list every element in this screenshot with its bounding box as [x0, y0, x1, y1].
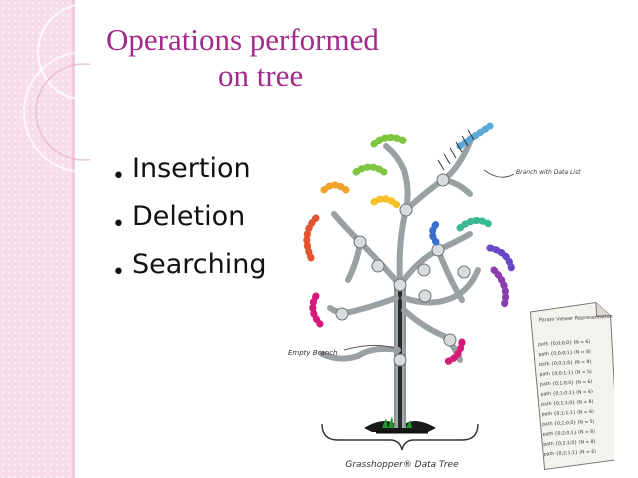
annotation-line-data-list [483, 169, 515, 178]
path-line: path {0;0;1;0} (N = 8) [539, 359, 592, 368]
data-leaves [303, 122, 516, 366]
tree-roots [364, 421, 436, 432]
path-line: path {0;1;1;1} (N = 6) [542, 409, 595, 418]
path-line: path {0;2;1;1} (N = 6) [544, 449, 597, 458]
path-line: path {0;0;1;1} (N = 5) [539, 369, 592, 378]
bullet-text: Insertion [132, 153, 251, 184]
bullet-dot-icon: • [112, 260, 125, 285]
annotation-line-empty-branch [343, 344, 395, 351]
data-list-lines [437, 129, 475, 171]
bullet-item-searching: • Searching [112, 244, 267, 292]
param-viewer-paper: Param Viewer Representation path {0;0;0;… [529, 302, 614, 471]
slide-title: Operations performed on tree [100, 22, 440, 94]
path-line: path {0;0;0;1} (N = 8) [538, 349, 591, 358]
path-line: path {0;2;0;1} (N = 8) [543, 429, 596, 438]
decorative-sidebar [0, 0, 72, 478]
path-line: path {0;1;1;0} (N = 8) [541, 399, 594, 408]
sidebar-arc-decoration [23, 3, 90, 173]
bullet-text: Deletion [132, 201, 246, 232]
path-line: path {0;1;0;0} (N = 6) [540, 379, 593, 388]
path-line: path {0;0;0;0} (N = 6) [538, 339, 591, 348]
label-branch-with-data-list: Branch with Data List [516, 169, 581, 176]
path-line: path {0;2;0;0} (N = 5) [542, 419, 595, 428]
caption-text: Grasshopper® Data Tree [345, 460, 459, 470]
label-empty-branch: Empty Branch [288, 349, 338, 357]
title-line-1: Operations performed [106, 22, 379, 57]
param-viewer-paths: path {0;0;0;0} (N = 6) path {0;0;0;1} (N… [538, 339, 596, 458]
bullet-dot-icon: • [112, 164, 125, 189]
sidebar-edge [72, 0, 75, 478]
caption-bracket [321, 423, 479, 451]
bullet-item-deletion: • Deletion [112, 196, 267, 244]
bullet-item-insertion: • Insertion [112, 148, 267, 196]
bullet-text: Searching [132, 249, 267, 280]
data-tree-illustration: Branch with Data List Empty Branch Grass… [288, 122, 614, 471]
path-line: path {0;2;1;0} (N = 8) [543, 439, 596, 448]
bullet-list: • Insertion • Deletion • Searching [112, 148, 267, 292]
bullet-dot-icon: • [112, 212, 125, 237]
param-viewer-title: Param Viewer Representation [539, 314, 613, 324]
title-line-2: on tree [218, 58, 304, 93]
path-line: path {0;1;0;1} (N = 6) [540, 389, 593, 398]
